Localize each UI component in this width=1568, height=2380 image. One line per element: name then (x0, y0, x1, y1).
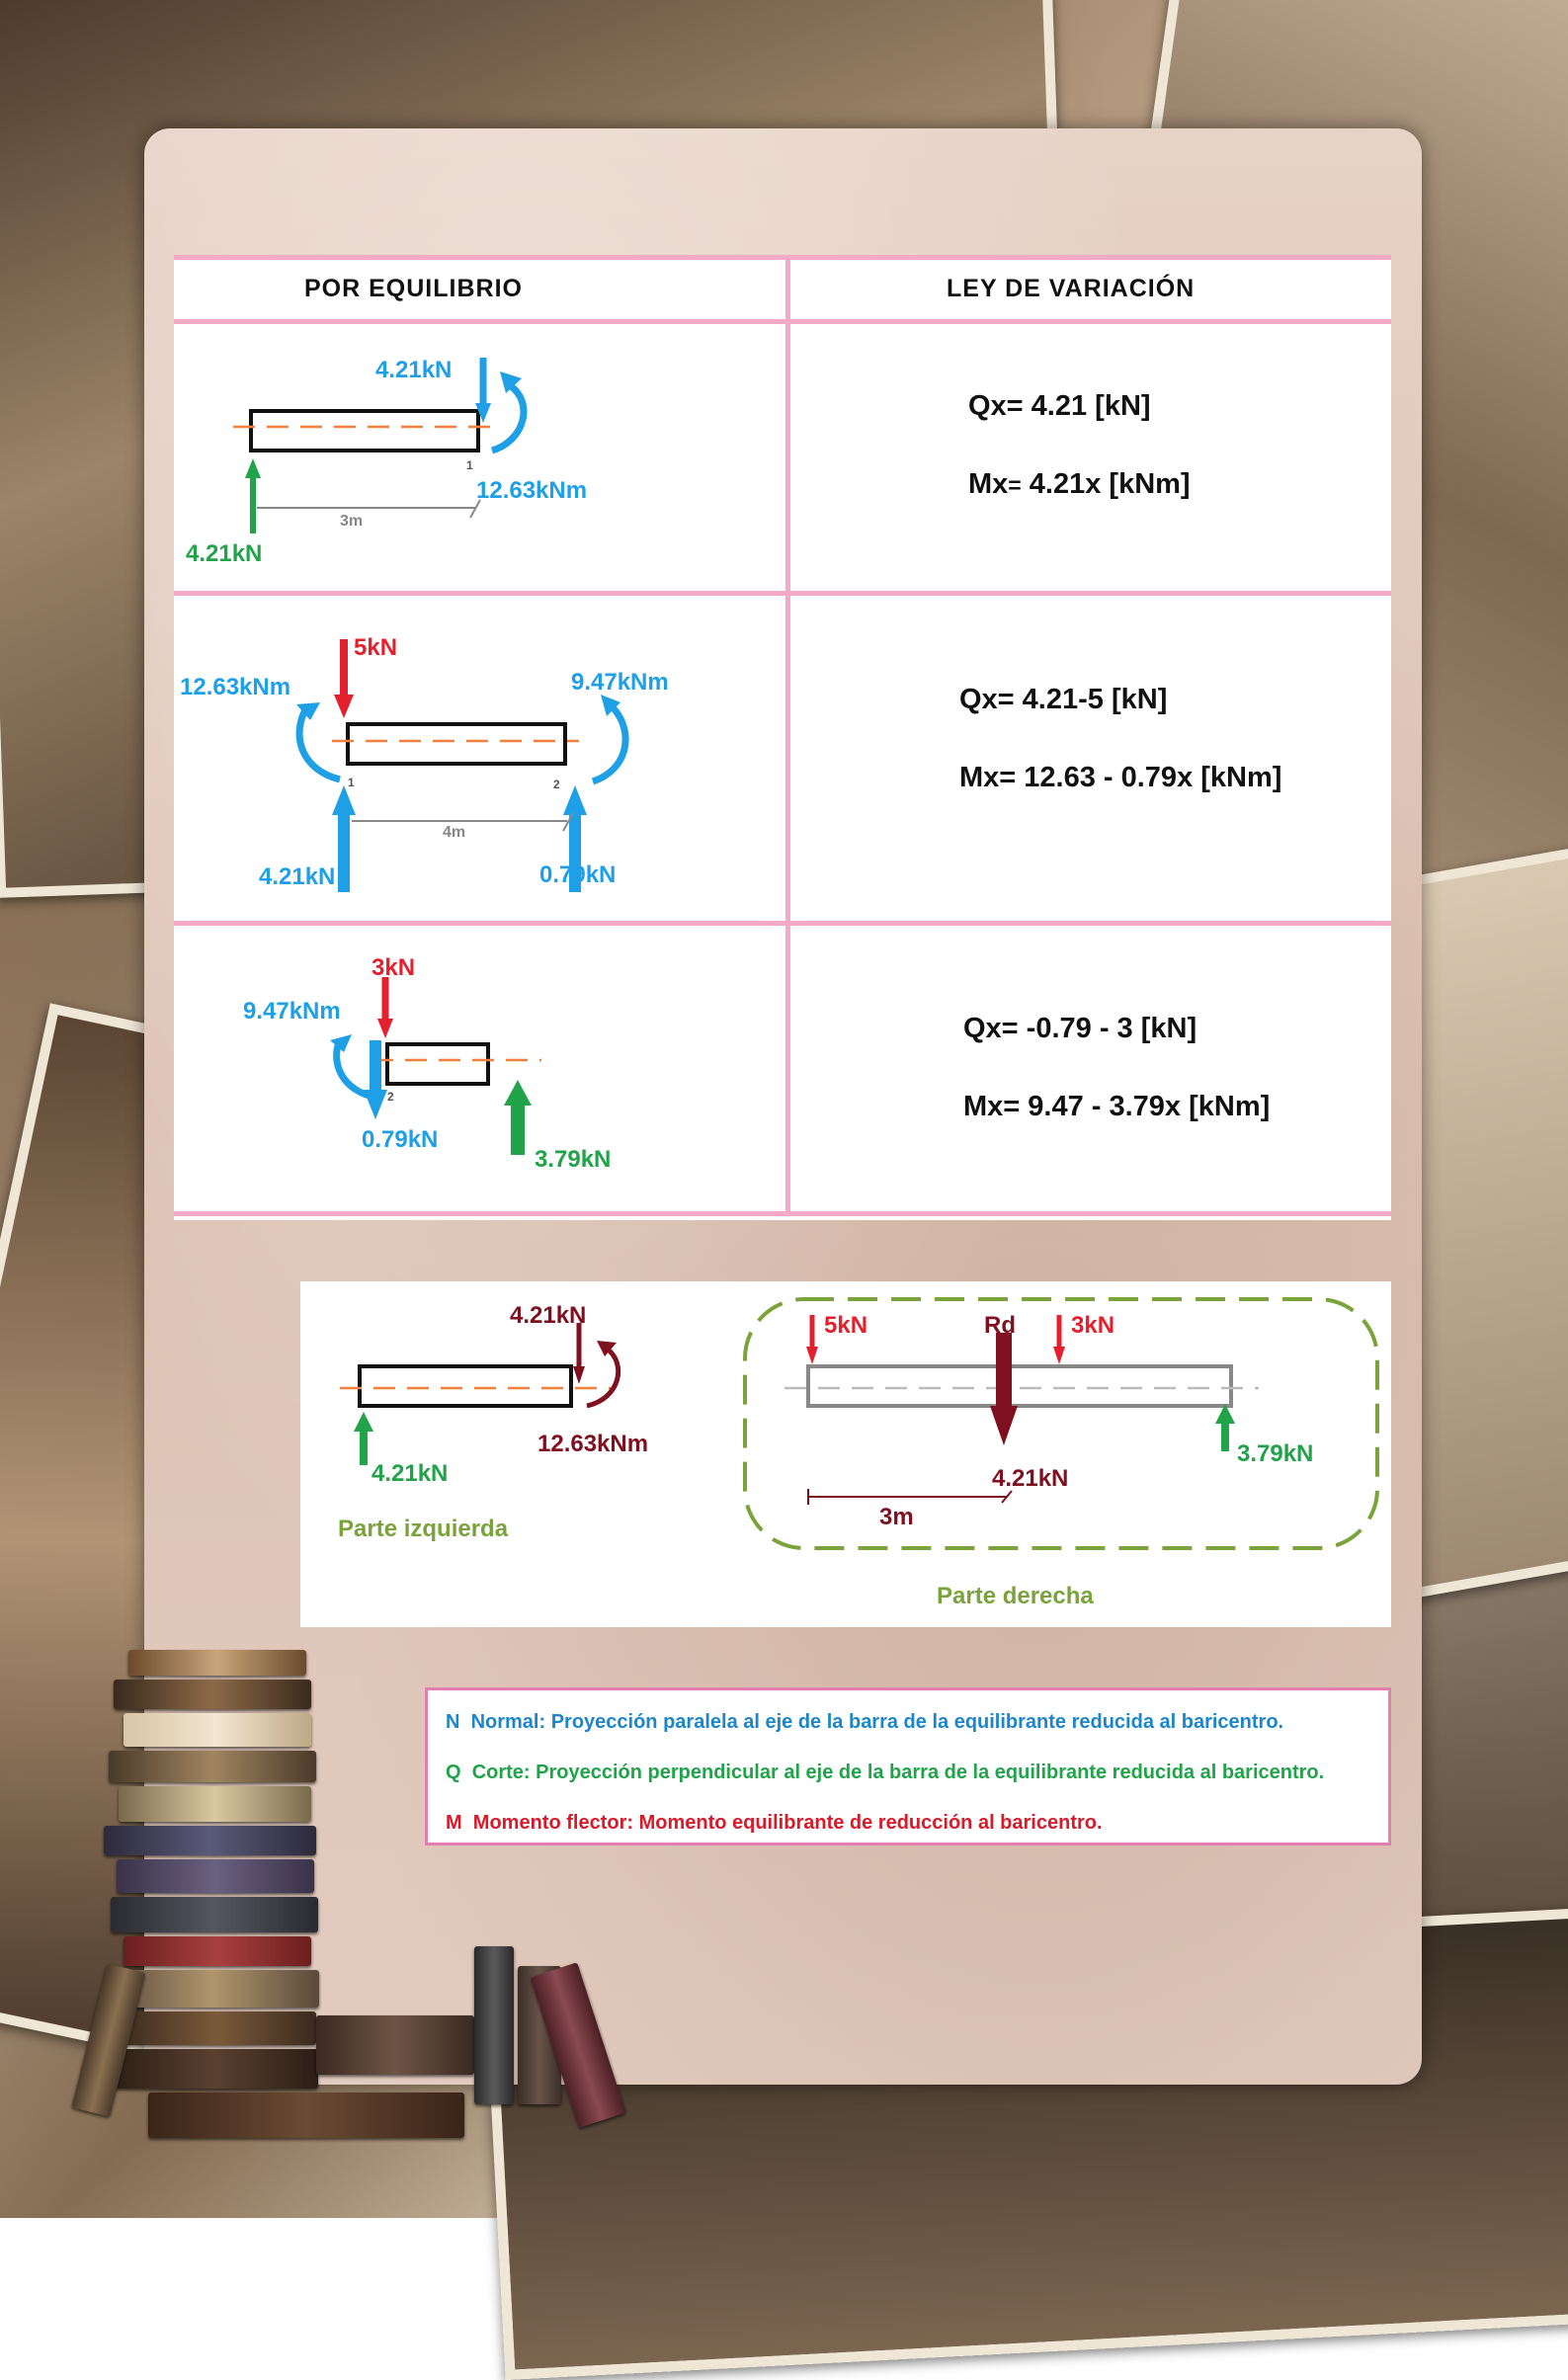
down-force-arrowhead (364, 1090, 387, 1119)
load-arrowhead (334, 695, 354, 718)
legend-item-corte: Q Corte: Proyección perpendicular al eje… (446, 1762, 1325, 1783)
reaction-label: 3.79kN (535, 1146, 611, 1173)
left-part-reaction-label: 4.21kN (371, 1460, 448, 1487)
distance-label: 3m (340, 513, 363, 530)
row3-shear-equation: Qx= -0.79 - 3 [kN] (963, 1013, 1197, 1044)
right-part-caption: Parte derecha (937, 1583, 1094, 1609)
right-moment-arrowhead (601, 695, 620, 716)
right-reaction-arrowhead (563, 785, 587, 815)
node-label: 1 (466, 458, 473, 472)
right-part-distance-label: 3m (879, 1504, 914, 1530)
right-part-rd-value: 4.21kN (992, 1465, 1068, 1492)
left-part-moment-arrow (586, 1346, 621, 1409)
node-1-label: 1 (348, 776, 355, 789)
beam (385, 1042, 490, 1086)
row1-free-body-diagram: 4.21kN 12.63kNm 4.21kN 3m 1 (186, 357, 587, 567)
moment-arrowhead (500, 371, 522, 393)
down-force-arrowhead (475, 403, 491, 423)
left-moment-label: 12.63kNm (180, 674, 290, 700)
left-part-beam (358, 1364, 573, 1408)
right-part-dimension-tick-right (1001, 1490, 1013, 1504)
row2-free-body-diagram: 5kN 12.63kNm 9.47kNm 4.21kN 0.79kN 4m 1 … (180, 634, 669, 892)
right-part-reaction-label: 3.79kN (1237, 1440, 1313, 1467)
left-part-moment-arrowhead (597, 1341, 617, 1356)
moment-arrow (490, 382, 528, 454)
left-moment-arrow (295, 704, 341, 783)
left-part-caption: Parte izquierda (338, 1516, 509, 1542)
moment-arrowhead (330, 1034, 352, 1052)
left-moment-arrowhead (296, 702, 320, 720)
table-border-top (174, 255, 1391, 260)
definitions-legend: N Normal: Proyección paralela al eje de … (425, 1687, 1391, 1846)
right-moment-arrow (591, 705, 629, 785)
right-part-rd-arrowhead (990, 1406, 1018, 1445)
table-border-row1 (174, 591, 1391, 596)
table-border-row2 (174, 921, 1391, 926)
right-part-load1-label: 5kN (824, 1312, 867, 1339)
moment-label: 12.63kNm (476, 477, 587, 504)
node-2-label: 2 (387, 1090, 394, 1104)
distance-label: 4m (443, 824, 465, 841)
load-label: 3kN (371, 954, 415, 981)
node-2-label: 2 (553, 778, 560, 791)
right-part-load2-label: 3kN (1071, 1312, 1114, 1339)
row3-free-body-diagram: 3kN 9.47kNm 0.79kN 3.79kN 2 (243, 954, 611, 1173)
section-diagram-panel (300, 1281, 1391, 1627)
reaction-label: 4.21kN (186, 540, 262, 567)
moment-label: 9.47kNm (243, 998, 341, 1025)
top-force-label: 4.21kN (375, 357, 452, 383)
row1-shear-equation: Qx= 4.21 [kN] (968, 390, 1151, 422)
legend-item-momento: M Momento flector: Momento equilibrante … (446, 1812, 1103, 1834)
right-part-load1-arrowhead (806, 1347, 818, 1364)
header-por-equilibrio: POR EQUILIBRIO (304, 275, 523, 302)
right-reaction-label: 0.79kN (539, 862, 616, 888)
left-reaction-arrowhead (332, 785, 356, 815)
left-part-up-arrowhead (354, 1412, 373, 1432)
right-moment-label: 9.47kNm (571, 669, 669, 696)
down-force-label: 0.79kN (362, 1126, 438, 1153)
row2-moment-equation: Mx= 12.63 - 0.79x [kNm] (959, 762, 1282, 793)
right-part-load2-arrowhead (1053, 1347, 1065, 1364)
right-part-dashed-outline (743, 1297, 1379, 1550)
right-part-rd-label: Rd (984, 1312, 1016, 1339)
up-reaction-arrowhead (245, 458, 261, 478)
section-diagrams: 4.21kN 12.63kNm 4.21kN Parte izquierda 5… (338, 1297, 1379, 1609)
load-arrowhead (377, 1019, 393, 1038)
load-label: 5kN (354, 634, 397, 661)
right-part-beam (806, 1364, 1233, 1408)
row3-moment-equation: Mx= 9.47 - 3.79x [kNm] (963, 1091, 1271, 1122)
table-border-bottom (174, 1211, 1391, 1216)
left-part-moment-label: 12.63kNm (537, 1431, 648, 1457)
table-border-header (174, 319, 1391, 324)
beam (249, 409, 480, 452)
table-border-middle (785, 255, 790, 1216)
right-part-up-arrowhead (1215, 1404, 1235, 1424)
left-part-force-label: 4.21kN (510, 1302, 586, 1329)
up-reaction-arrowhead (504, 1080, 532, 1106)
legend-item-normal: N Normal: Proyección paralela al eje de … (446, 1711, 1284, 1733)
dimension-tick (469, 499, 481, 519)
row2-shear-equation: Qx= 4.21-5 [kN] (959, 684, 1168, 715)
left-reaction-label: 4.21kN (259, 863, 335, 890)
row1-moment-equation: Mx= 4.21x [kNm] (968, 468, 1191, 500)
beam (346, 722, 567, 766)
left-part-down-arrowhead (573, 1366, 585, 1384)
header-ley-variacion: LEY DE VARIACIÓN (947, 275, 1196, 302)
dimension-tick (562, 812, 574, 832)
